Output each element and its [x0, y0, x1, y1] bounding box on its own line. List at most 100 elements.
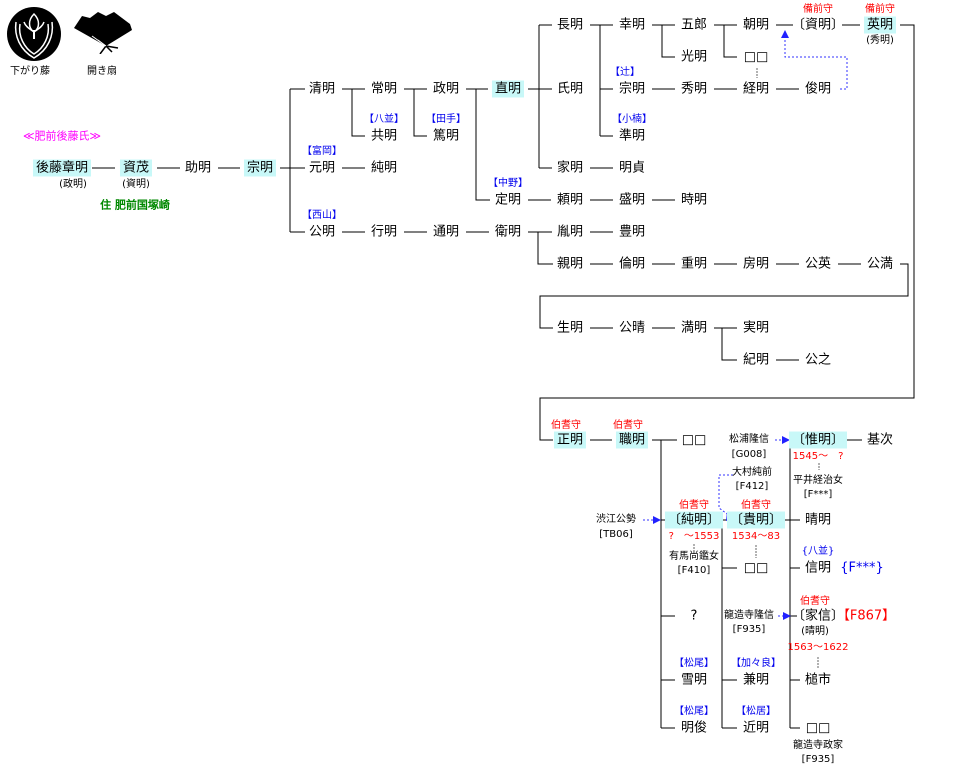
person: 英明 — [863, 16, 897, 34]
title-label: 備前守 — [803, 4, 833, 15]
person: 通明 — [432, 224, 460, 240]
person-unknown: □□ — [743, 49, 769, 65]
person: 行明 — [370, 224, 398, 240]
person: 近明 — [742, 720, 770, 736]
person: 俊明 — [804, 81, 832, 97]
clan-title: ≪肥前後藤氏≫ — [22, 129, 102, 143]
branch-label: 【田手】 — [426, 114, 466, 125]
person-unknown: □□ — [743, 560, 769, 576]
person: 〔貴明〕 — [726, 511, 786, 529]
note-omura: 大村純前 — [732, 467, 772, 478]
branch-label: 【松居】 — [736, 706, 776, 717]
life-dates: 1563〜1622 — [787, 642, 849, 653]
residence-note: 住 肥前国塚崎 — [100, 198, 170, 212]
title-label: 伯耆守 — [800, 596, 830, 607]
alt-name: (政明) — [59, 179, 87, 190]
person-sukeshige: 資茂 — [119, 159, 153, 177]
person: 氏明 — [556, 81, 584, 97]
adoption-arrows — [643, 38, 848, 617]
branch-label: 【小楠】 — [612, 114, 652, 125]
person: 準明 — [618, 128, 646, 144]
person-akiaki: 後藤章明 — [32, 159, 92, 177]
note-spouse: 平井経治女 — [793, 475, 843, 486]
note-ryuzoji: 龍造寺隆信 — [724, 610, 774, 621]
alt-name: (晴明) — [801, 626, 829, 637]
note-ref: [F410] — [677, 565, 711, 576]
crest-label-hiraki-ogi: 開き扇 — [87, 66, 117, 77]
branch-label: 【加々良】 — [731, 658, 781, 669]
person: 助明 — [184, 160, 212, 176]
person: 公之 — [804, 352, 832, 368]
person: 元明 — [308, 160, 336, 176]
person: 生明 — [556, 320, 584, 336]
person: 職明 — [615, 431, 649, 449]
person: 直明 — [491, 80, 525, 98]
note-ref: [F***] — [803, 489, 833, 500]
person: 純明 — [370, 160, 398, 176]
person: 公英 — [804, 256, 832, 272]
person: 幸明 — [618, 17, 646, 33]
person: 共明 — [370, 128, 398, 144]
title-label: 伯耆守 — [551, 420, 581, 431]
note-ref: [F935] — [801, 754, 835, 765]
title-label: 伯耆守 — [741, 500, 771, 511]
branch-label: 【松尾】 — [674, 706, 714, 717]
branch-label: 【中野】 — [488, 178, 528, 189]
crest-label-sagari-fuji: 下がり藤 — [10, 66, 50, 77]
person-unknown: ? — [690, 608, 698, 624]
note-ref: [G008] — [731, 449, 767, 460]
note-ref: [F935] — [732, 624, 766, 635]
person: 信明 — [804, 560, 832, 576]
life-dates: 1534〜83 — [731, 531, 781, 542]
person: 〔資明〕 — [791, 17, 845, 33]
person: 重明 — [680, 256, 708, 272]
branch-label: {八並} — [801, 546, 835, 557]
person: 房明 — [742, 256, 770, 272]
person: 〔純明〕 — [664, 511, 724, 529]
person: 常明 — [370, 81, 398, 97]
title-label: 備前守 — [865, 4, 895, 15]
note-ref: [F412] — [735, 481, 769, 492]
person: 基次 — [866, 432, 894, 448]
person: 豊明 — [618, 224, 646, 240]
title-label: 伯耆守 — [679, 500, 709, 511]
hiraki-ogi-fan-icon — [74, 12, 132, 54]
person: 朝明 — [742, 17, 770, 33]
alt-name: (資明) — [122, 179, 150, 190]
person: 公満 — [866, 256, 894, 272]
title-label: 伯耆守 — [613, 420, 643, 431]
person: 明俊 — [680, 720, 708, 736]
branch-label: 【富岡】 — [302, 146, 342, 157]
person: 篤明 — [432, 128, 460, 144]
person: 倫明 — [618, 256, 646, 272]
note-matsura: 松浦隆信 — [729, 434, 769, 445]
person: 明貞 — [618, 160, 646, 176]
solid-connectors — [92, 24, 915, 729]
person: 衛明 — [494, 224, 522, 240]
person: 槌市 — [804, 672, 832, 688]
dotted-relations — [693, 68, 820, 668]
person: 長明 — [556, 17, 584, 33]
alt-name: (秀明) — [866, 35, 894, 46]
person: 家明 — [556, 160, 584, 176]
person: 晴明 — [804, 512, 832, 528]
person: 盛明 — [618, 192, 646, 208]
person: 秀明 — [680, 81, 708, 97]
person: 親明 — [556, 256, 584, 272]
person: 紀明 — [742, 352, 770, 368]
person: 五郎 — [680, 17, 708, 33]
note-spouse: 有馬尚鑑女 — [669, 551, 719, 562]
person-unknown: □□ — [681, 432, 707, 448]
person: 満明 — [680, 320, 708, 336]
person: 定明 — [494, 192, 522, 208]
note-shibue: 渋江公勢 — [596, 514, 636, 525]
person: 頼明 — [556, 192, 584, 208]
person: 宗明 — [243, 159, 277, 177]
person: 時明 — [680, 192, 708, 208]
person: 清明 — [308, 81, 336, 97]
branch-label: 【松尾】 — [674, 658, 714, 669]
person: 政明 — [432, 81, 460, 97]
person: 〔惟明〕 — [788, 431, 848, 449]
person: 経明 — [742, 81, 770, 97]
